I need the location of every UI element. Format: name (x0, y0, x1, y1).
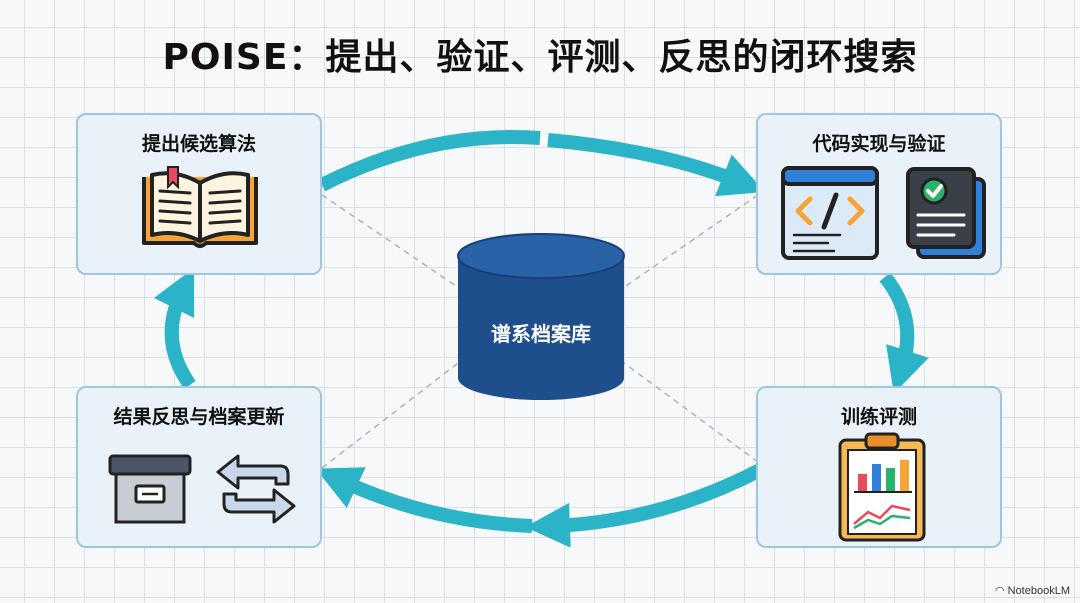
arrow-code-to-train (879, 272, 929, 394)
stage-implement-label: 代码实现与验证 (812, 133, 946, 155)
sync-arrows-icon (216, 454, 296, 524)
arrow-propose-to-code (318, 129, 541, 192)
stage-reflect: 结果反思与档案更新 (76, 386, 322, 548)
archive-box-icon (108, 454, 192, 524)
notebooklm-watermark: ◠ NotebookLM (995, 584, 1070, 597)
stage-propose: 提出候选算法 (76, 113, 322, 275)
arrow-propose-to-code-2 (547, 133, 765, 197)
stage-reflect-label: 结果反思与档案更新 (113, 406, 285, 428)
arrow-reflect-to-propose (153, 267, 196, 390)
open-book-icon (142, 166, 258, 248)
stage-evaluate-label: 训练评测 (840, 406, 917, 428)
arrow-train-to-reflect (525, 463, 764, 548)
diagram-title: POISE：提出、验证、评测、反思的闭环搜索 (162, 37, 918, 78)
notebooklm-logo-icon: ◠ (994, 585, 1005, 597)
database-icon (457, 233, 625, 400)
stage-evaluate: 训练评测 (756, 386, 1002, 548)
dashed-connectors (321, 194, 759, 469)
code-window-icon (781, 166, 879, 260)
watermark-label: NotebookLM (1007, 585, 1070, 597)
archive-label: 谱系档案库 (491, 322, 591, 346)
arrow-train-to-reflect-2 (315, 467, 533, 533)
checklist-icon (906, 167, 986, 259)
stage-implement: 代码实现与验证 (756, 113, 1002, 275)
clipboard-chart-icon (838, 432, 926, 542)
stage-propose-label: 提出候选算法 (141, 133, 256, 155)
